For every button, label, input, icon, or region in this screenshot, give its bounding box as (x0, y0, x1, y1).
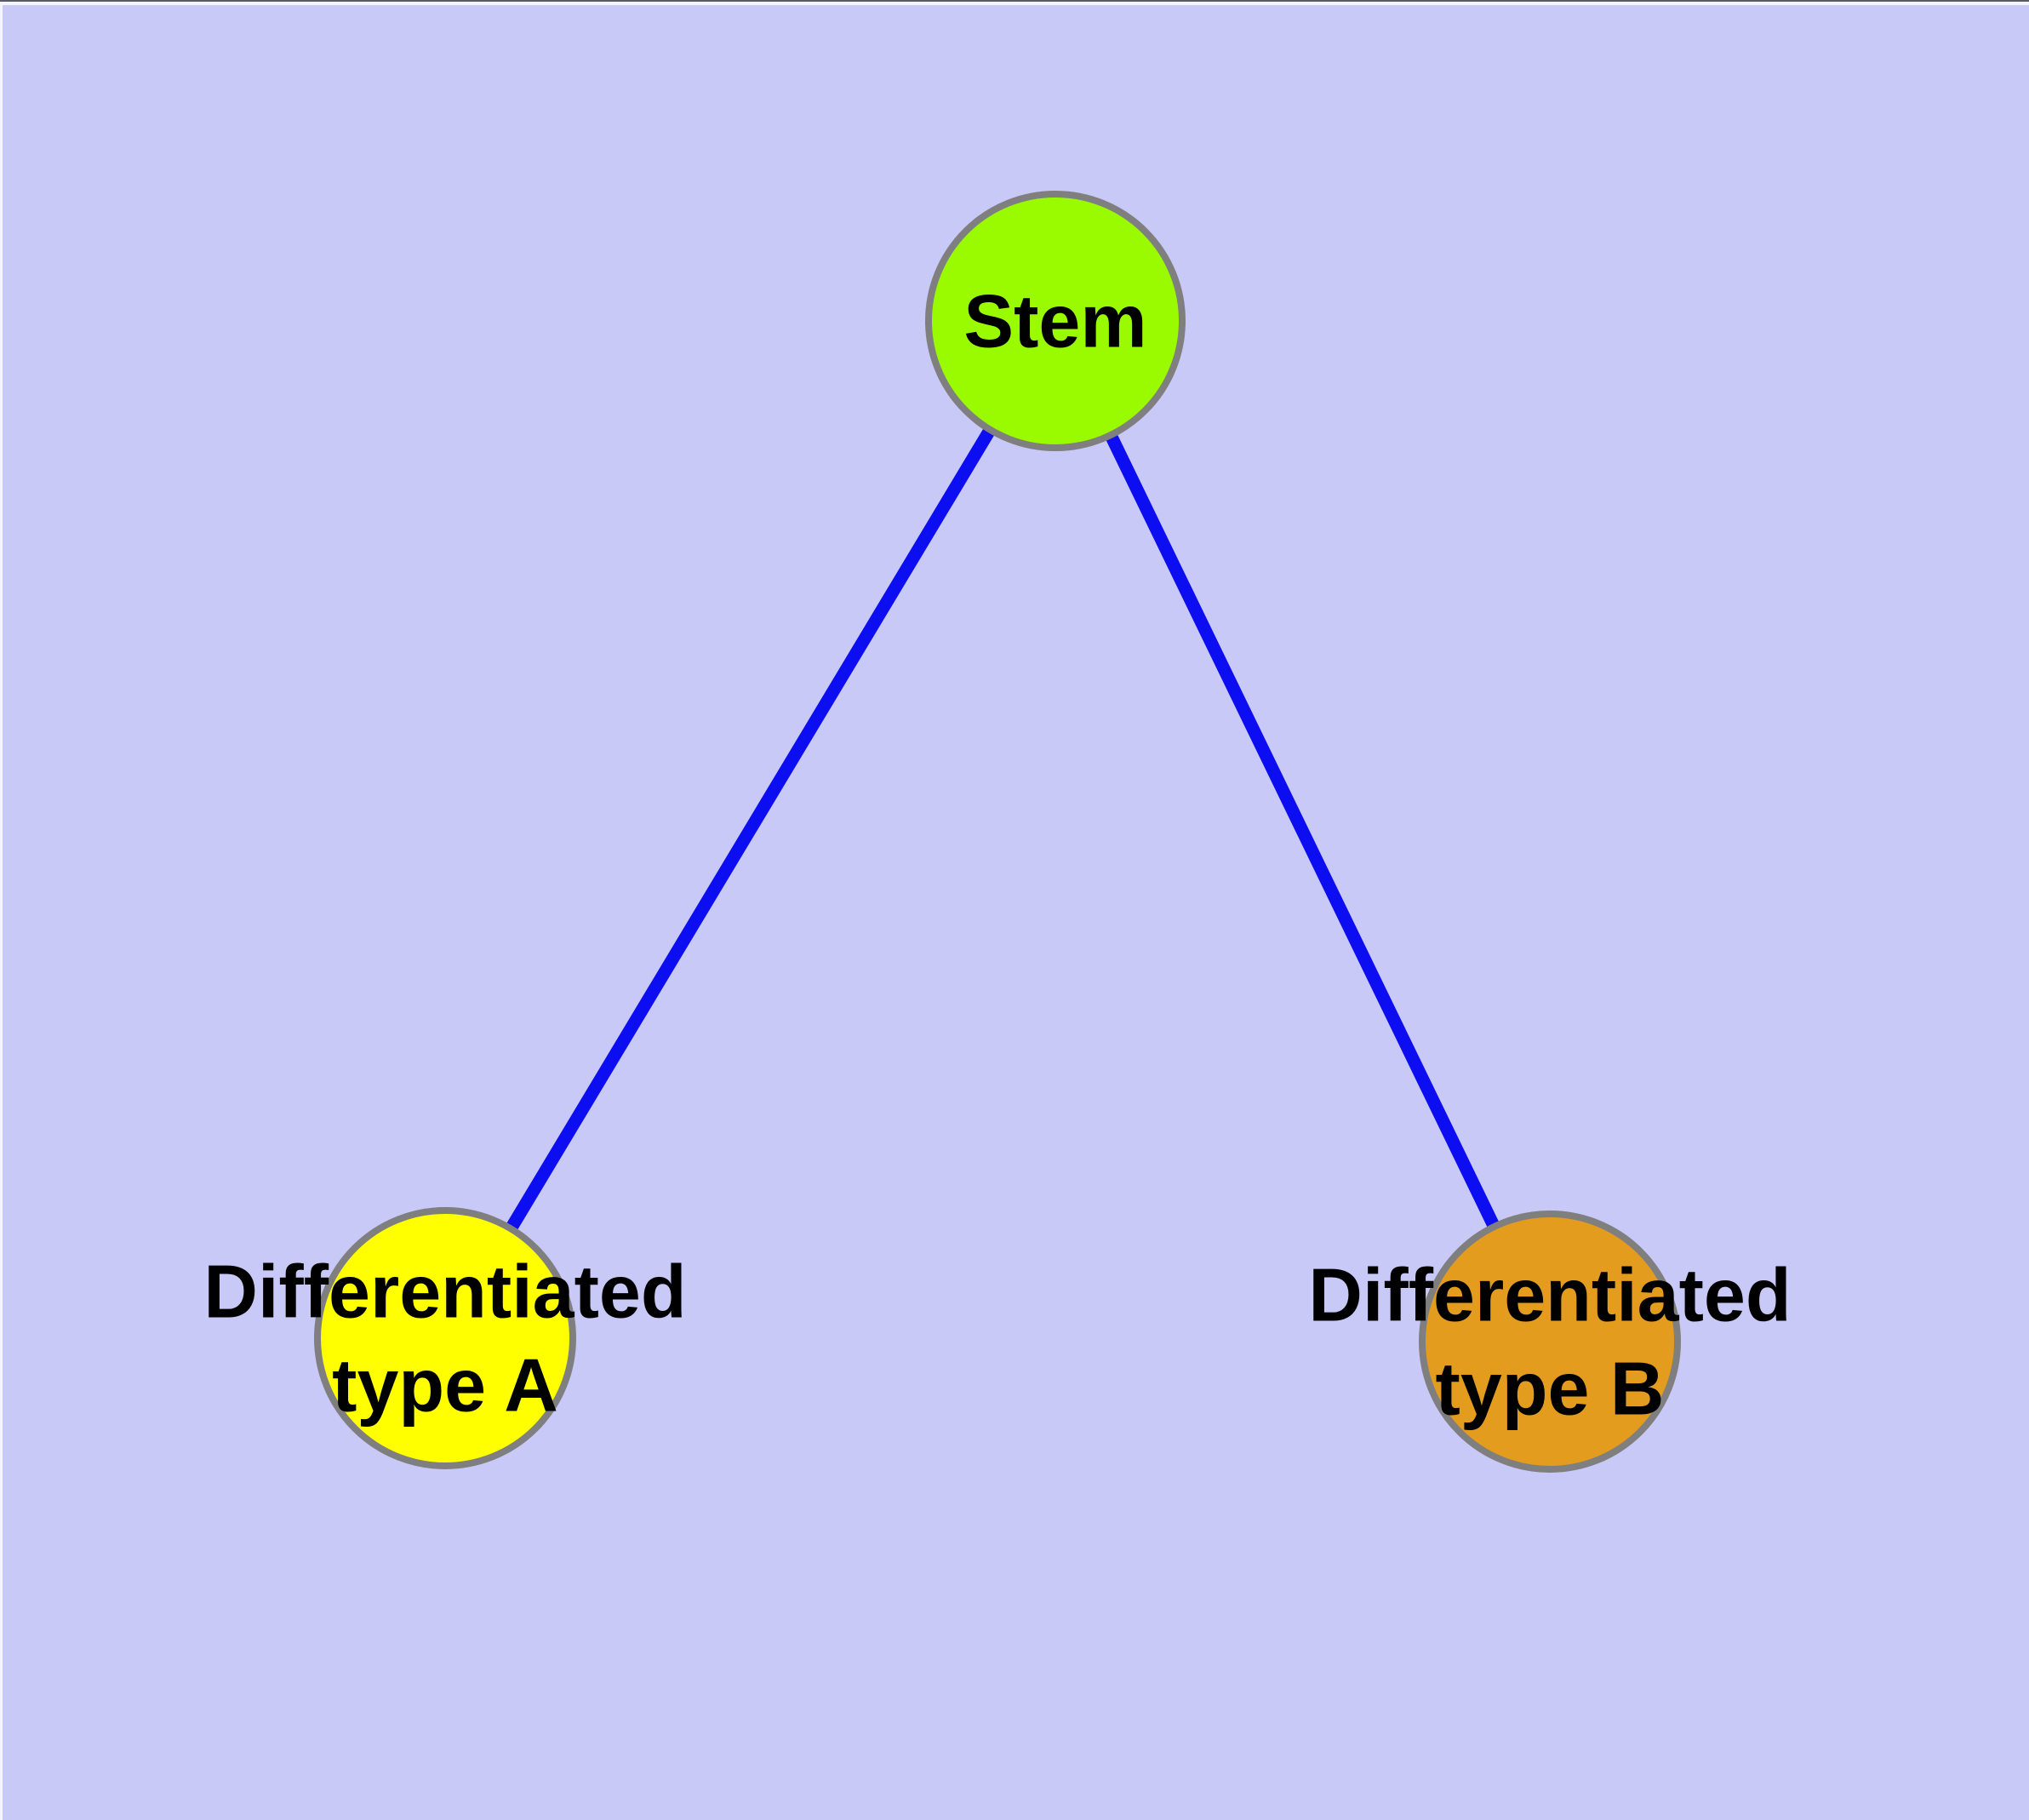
node-type-b-label-line-2: type B (1436, 1347, 1665, 1431)
node-type-a-label-line-2: type A (332, 1343, 558, 1428)
node-stem-circle (925, 191, 1186, 451)
node-type-b (1419, 1210, 1681, 1473)
edge-stem-to-type-b (1049, 318, 1556, 1345)
node-type-b-label-line-1: Differentiated (1308, 1253, 1791, 1337)
node-type-a-circle (314, 1207, 576, 1469)
node-type-b-circle (1419, 1210, 1681, 1473)
node-stem-label: Stem (963, 279, 1146, 363)
window-top-edge (0, 0, 2029, 2)
edge-stem-to-type-a (439, 318, 1061, 1342)
node-type-a-label-line-1: Differentiated (203, 1250, 686, 1334)
node-type-a (314, 1207, 576, 1469)
node-type-b-label: Differentiated type B (1308, 1253, 1791, 1431)
node-stem (925, 191, 1186, 451)
node-stem-label-line-1: Stem (963, 279, 1146, 363)
node-type-a-label: Differentiated type A (203, 1250, 686, 1428)
